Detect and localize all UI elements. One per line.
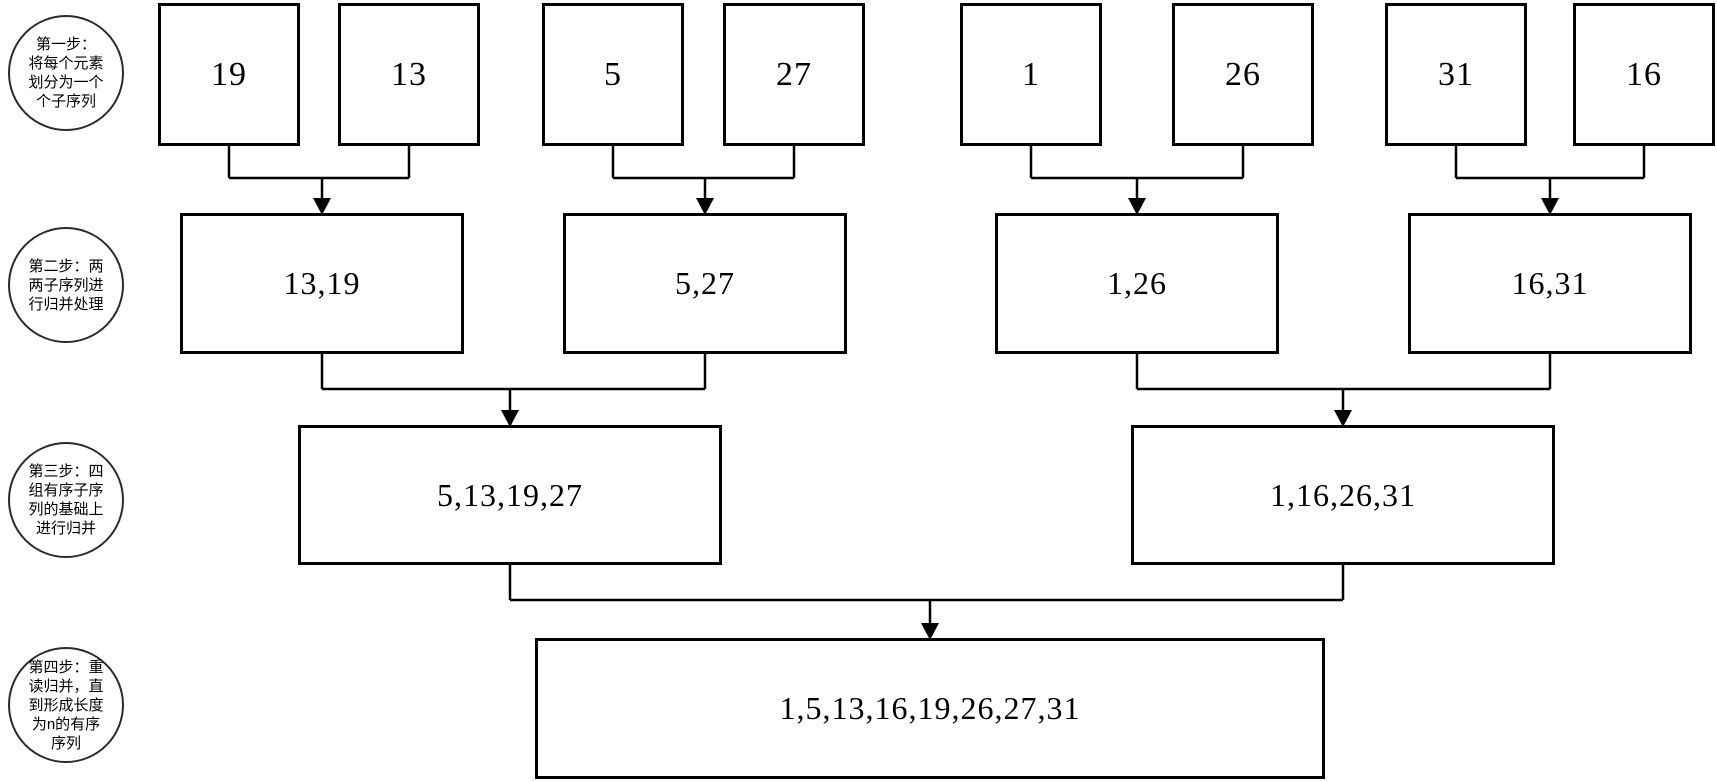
arrow-down-icon-l2-0 [921, 623, 939, 640]
arrow-down-icon-l0-0 [313, 198, 331, 215]
node-31: 31 [1385, 3, 1527, 146]
node-13-19: 13,19 [180, 213, 464, 354]
node-19: 19 [158, 3, 300, 146]
arrow-down-icon-l1-1 [1334, 410, 1352, 427]
node-1-5-13-16-19-26-27-31: 1,5,13,16,19,26,27,31 [535, 638, 1325, 779]
node-13: 13 [338, 3, 480, 146]
node-16: 16 [1573, 3, 1715, 146]
node-5-27: 5,27 [563, 213, 847, 354]
step-circle-3: 第三步：四 组有序子序 列的基础上 进行归并 [8, 442, 124, 558]
arrow-down-icon-l1-0 [501, 410, 519, 427]
node-27: 27 [723, 3, 865, 146]
arrow-down-icon-l0-2 [1128, 198, 1146, 215]
node-1-16-26-31: 1,16,26,31 [1131, 425, 1555, 565]
node-5: 5 [542, 3, 684, 146]
arrow-down-icon-l0-3 [1541, 198, 1559, 215]
node-26: 26 [1172, 3, 1314, 146]
step-circle-2: 第二步：两 两子序列进 行归并处理 [8, 227, 124, 343]
node-16-31: 16,31 [1408, 213, 1692, 354]
step-circle-4: 第四步：重 读归并，直 到形成长度 为n的有序 序列 [8, 647, 124, 763]
step-circle-1: 第一步： 将每个元素 划分为一个 个子序列 [8, 15, 124, 131]
node-1-26: 1,26 [995, 213, 1279, 354]
node-5-13-19-27: 5,13,19,27 [298, 425, 722, 565]
node-1: 1 [960, 3, 1102, 146]
arrow-down-icon-l0-1 [696, 198, 714, 215]
